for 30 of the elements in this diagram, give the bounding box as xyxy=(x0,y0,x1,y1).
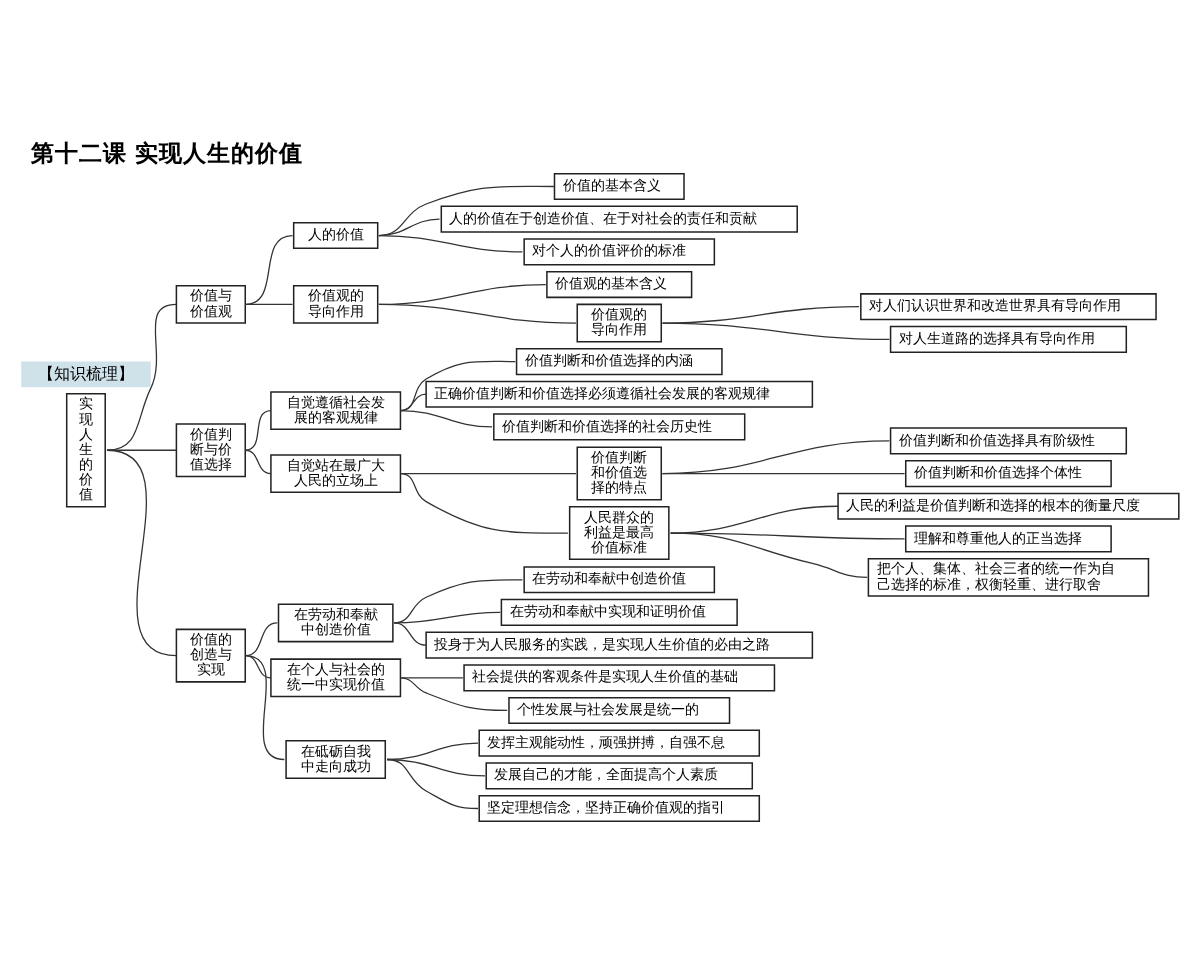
diagram-title: 第十二课 实现人生的价值 xyxy=(30,138,303,167)
connector xyxy=(378,218,441,237)
connector xyxy=(399,472,569,534)
connector xyxy=(378,234,524,253)
connector xyxy=(393,579,524,624)
connector xyxy=(106,449,178,657)
label: 【知识梳理】 xyxy=(37,362,134,383)
connector xyxy=(106,303,178,451)
connector xyxy=(669,532,906,540)
connector xyxy=(386,758,479,810)
connector xyxy=(244,234,294,305)
connector xyxy=(393,622,427,646)
connector xyxy=(244,622,278,657)
connector xyxy=(244,449,272,475)
connector xyxy=(393,611,501,624)
connector xyxy=(399,472,577,475)
connector xyxy=(399,360,517,412)
connector xyxy=(244,655,285,761)
connector xyxy=(244,303,294,305)
connector xyxy=(661,472,906,475)
connector xyxy=(378,185,555,237)
connector xyxy=(244,409,272,451)
connector xyxy=(244,655,272,679)
connector xyxy=(399,393,427,412)
connector xyxy=(399,677,464,679)
connector xyxy=(669,532,868,579)
connector xyxy=(399,409,493,428)
connector xyxy=(378,303,577,324)
connector xyxy=(661,322,891,340)
connector xyxy=(399,677,508,712)
